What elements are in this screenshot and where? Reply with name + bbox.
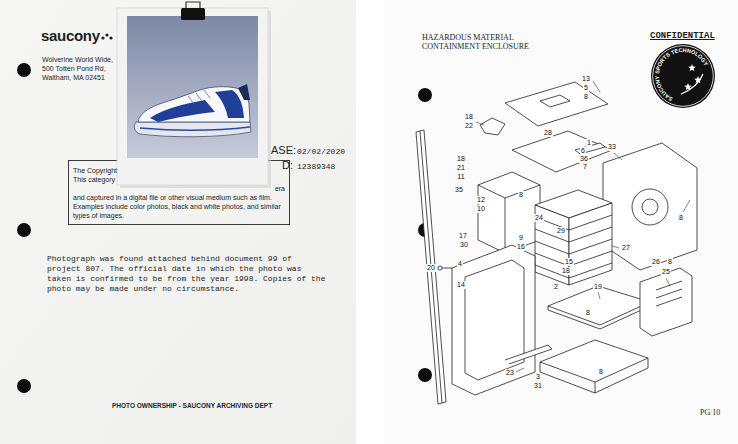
case-label: ASE: [271, 144, 296, 157]
callout-number: 18 [456, 155, 466, 163]
callout-number: 3 [535, 373, 541, 381]
id-number: 12389348 [297, 162, 335, 172]
callout-number: 10 [476, 205, 486, 213]
callout-number: 8 [583, 93, 589, 101]
callout-number: 11 [456, 173, 465, 181]
binder-holes [17, 63, 432, 393]
leader-lines [476, 81, 690, 372]
footer-text: PHOTO OWNERSHIP - SAUCONY ARCHIVING DEPT [112, 402, 272, 410]
right-page [384, 0, 738, 444]
callout-number: 20 [426, 264, 436, 272]
stamp-text: SAUCONY SPORTS TECHNOLOGY [654, 47, 710, 102]
callout-number: 22 [464, 122, 474, 130]
exploded-diagram [416, 82, 697, 404]
binder-clip [181, 2, 205, 20]
box-paragraph: and captured in a digital file or other … [73, 193, 281, 220]
stamp-graphic: SAUCONY SPORTS TECHNOLOGY [651, 44, 715, 108]
box-text: era [275, 184, 285, 193]
callout-number: 7 [582, 163, 588, 171]
callout-number: 35 [454, 186, 464, 194]
callout-number: 12 [476, 196, 486, 204]
callout-number: 5 [583, 84, 589, 92]
callout-number: 18 [561, 267, 571, 275]
callout-number: 23 [505, 369, 515, 377]
callout-number: 24 [534, 214, 544, 222]
callout-number: 4 [457, 260, 463, 268]
id-label: D: [282, 159, 293, 172]
confidential-mark: CONFIDENTIAL [650, 31, 715, 42]
callout-number: 8 [585, 309, 591, 317]
stamp-text-line: SAUCONY SPORTS TECHNOLOGY [654, 47, 710, 102]
box-text: This category [73, 175, 115, 184]
callout-number: 21 [456, 164, 466, 172]
callout-number: 15 [564, 258, 574, 266]
callout-number: 8 [518, 191, 524, 199]
box-heading: The Copyright [73, 166, 117, 175]
callout-number: 8 [598, 368, 604, 376]
callout-number: 8 [667, 258, 673, 266]
sheet-title: HAZARDOUS MATERIAL CONTAINMENT ENCLOSURE [422, 33, 547, 51]
callout-number: 27 [621, 244, 631, 252]
left-page [0, 0, 356, 444]
callout-number: 29 [556, 227, 566, 235]
callout-number: 25 [661, 268, 671, 276]
callout-number: 30 [459, 241, 469, 249]
stamp-swoosh [681, 74, 703, 94]
callout-number: 17 [458, 232, 468, 240]
callout-number: 36 [579, 155, 589, 163]
stamp-star [688, 64, 696, 71]
callout-number: 8 [678, 214, 684, 222]
callout-number: 19 [593, 283, 603, 291]
address-line: Wolverine World Wide, [42, 55, 113, 64]
callout-number: 14 [456, 281, 466, 289]
callout-number: 2 [553, 283, 559, 291]
callout-number: 18 [464, 113, 474, 121]
stamp-seal: SAUCONY SPORTS TECHNOLOGY [651, 44, 715, 108]
address-line: 500 Totten Pond Rd, [42, 64, 106, 73]
address-line: Waltham, MA 02451 [42, 73, 105, 82]
case-date: 02/02/2020 [297, 147, 345, 157]
callout-number: 13 [581, 75, 591, 83]
stamp-ring [653, 46, 714, 107]
callout-number: 1 [586, 139, 592, 147]
logo-mark [101, 33, 112, 39]
brand-logo: saucony [41, 27, 100, 45]
callout-number: 26 [651, 258, 661, 266]
callout-number: 33 [607, 143, 617, 151]
callout-number: 28 [543, 129, 553, 137]
callout-number: 16 [516, 243, 526, 251]
callout-number: 9 [518, 234, 524, 242]
callout-number: 6 [580, 147, 586, 155]
typed-note: Photograph was found attached behind doc… [47, 254, 329, 294]
page-number: PG 10 [700, 408, 720, 418]
callout-number: 31 [533, 382, 543, 390]
